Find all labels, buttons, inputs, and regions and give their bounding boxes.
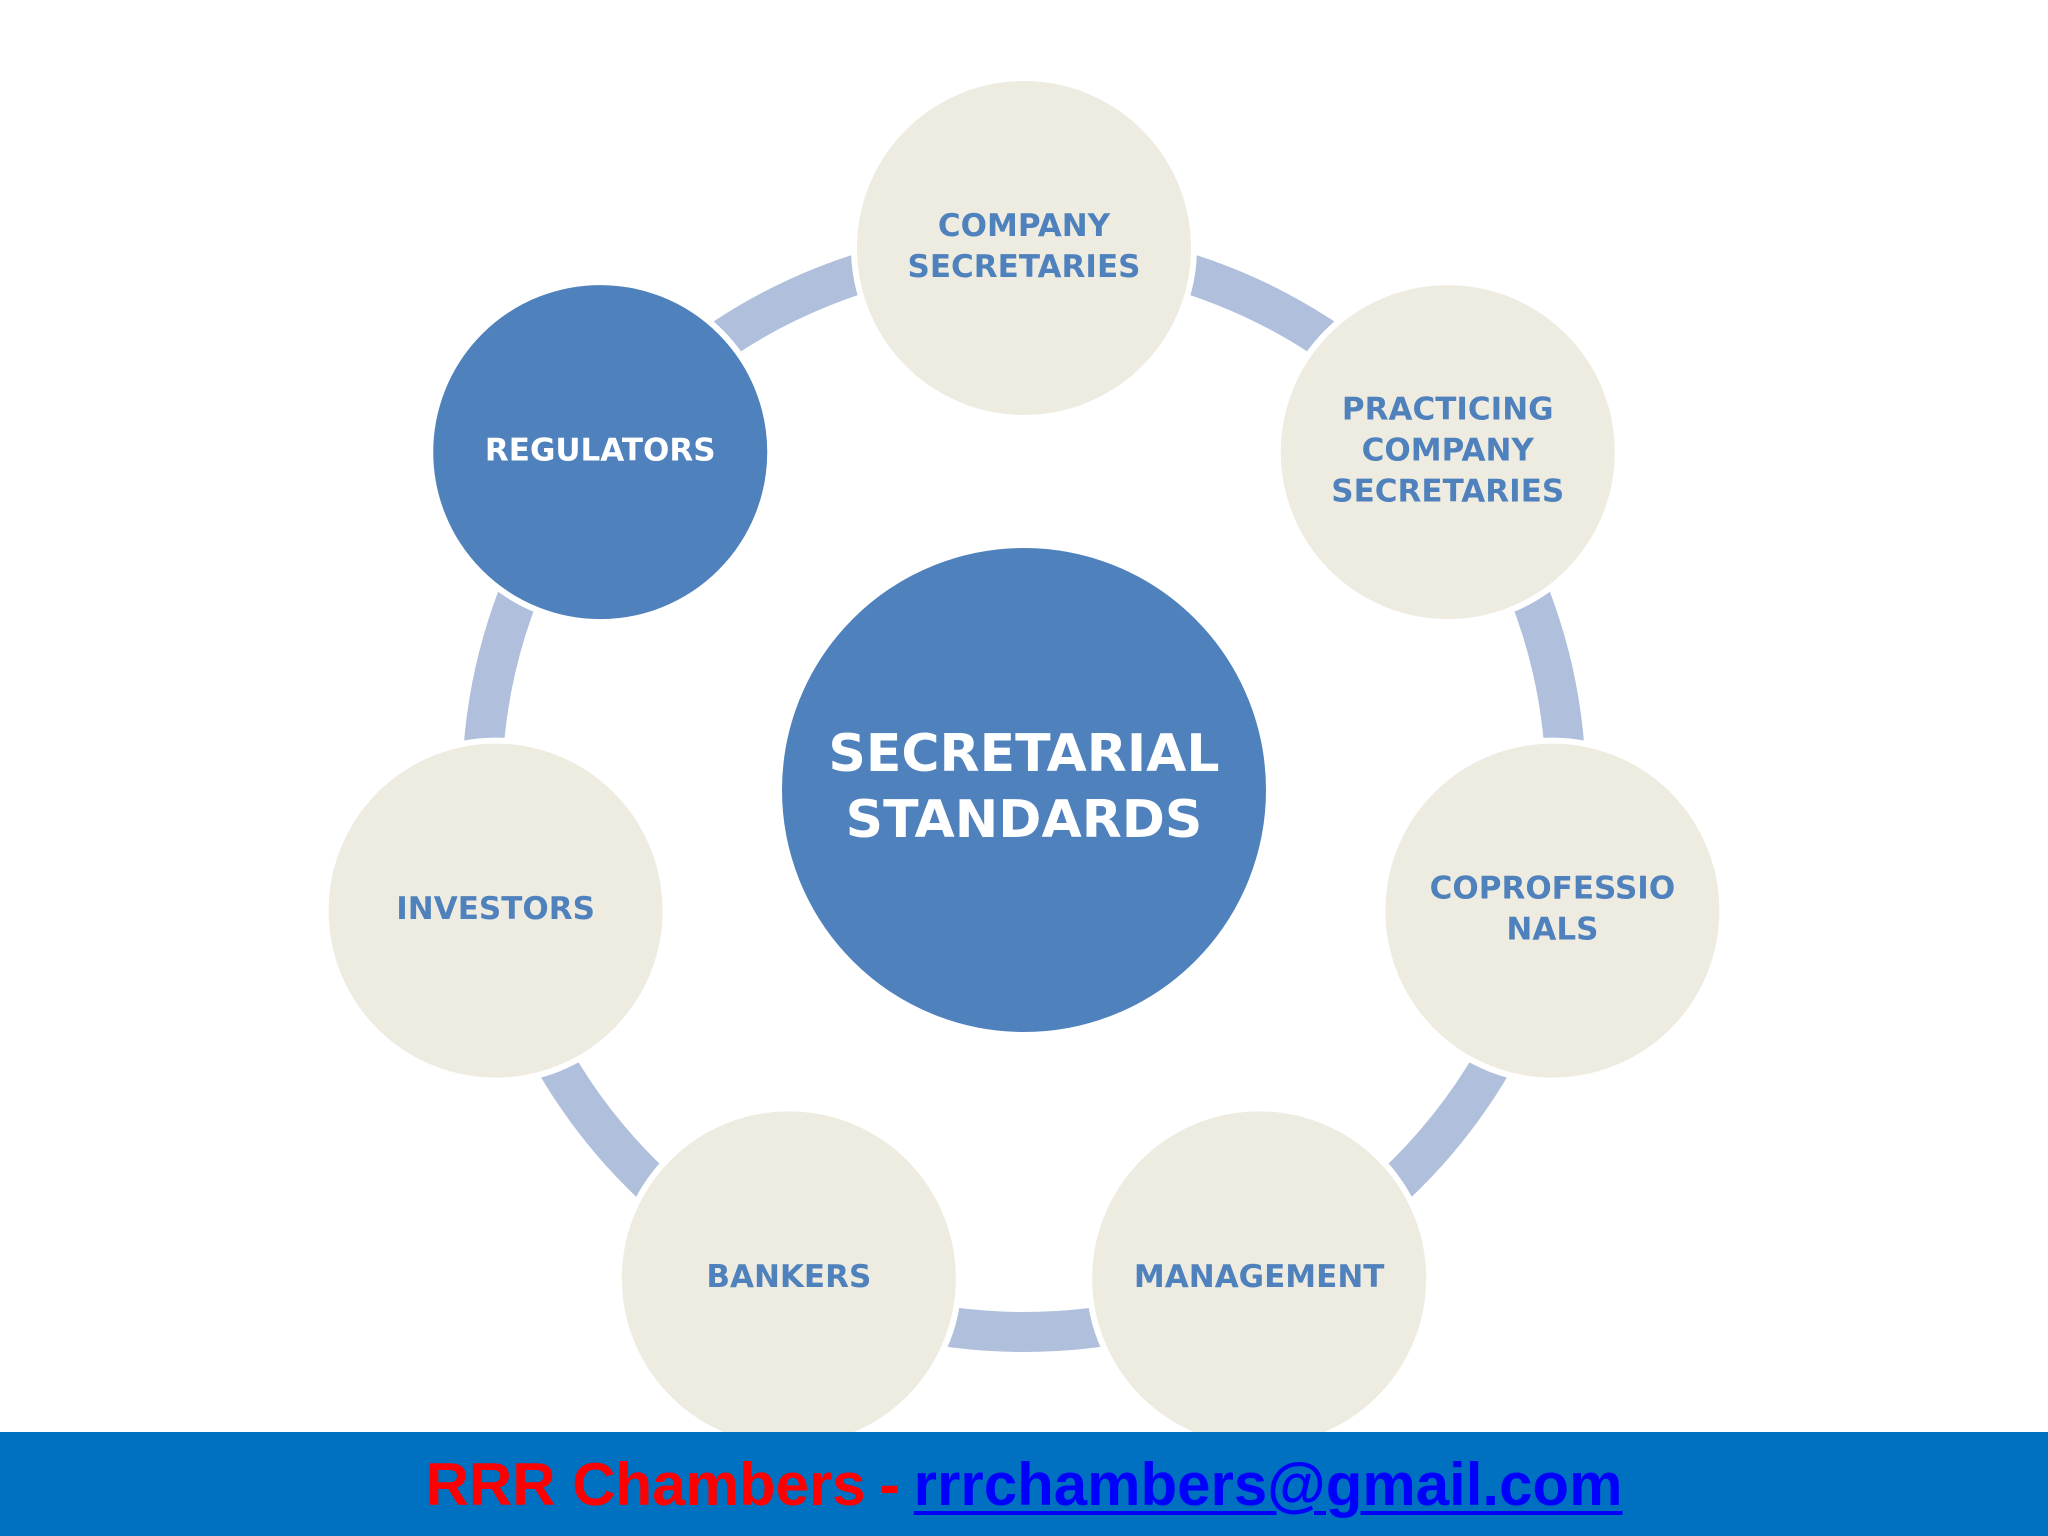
footer-email-link[interactable]: rrrchambers@gmail.com xyxy=(913,1450,1623,1518)
node-practicing-company-secretaries-label-line: PRACTICING xyxy=(1342,392,1554,428)
node-circle xyxy=(322,737,669,1084)
node-coprofessionals: COPROFESSIO NALS xyxy=(1379,737,1726,1084)
node-management: MANAGEMENT xyxy=(1086,1105,1433,1452)
node-management-label-line: MANAGEMENT xyxy=(1134,1259,1385,1295)
node-circle xyxy=(427,279,774,626)
center-label-line: SECRETARIAL xyxy=(828,724,1219,784)
node-circle xyxy=(1274,279,1621,626)
node-practicing-company-secretaries-label-line: SECRETARIES xyxy=(1331,474,1564,510)
node-investors: INVESTORS xyxy=(322,737,669,1084)
footer-company-name: RRR Chambers xyxy=(425,1450,866,1518)
node-coprofessionals-label-line: NALS xyxy=(1506,912,1598,948)
node-practicing-company-secretaries-label-line: COMPANY xyxy=(1362,433,1535,469)
node-practicing-company-secretaries: PRACTICING COMPANY SECRETARIES xyxy=(1274,279,1621,626)
node-circle xyxy=(1379,737,1726,1084)
node-circle xyxy=(851,75,1197,421)
node-company-secretaries-label-line: SECRETARIES xyxy=(908,249,1141,285)
center-label-line: STANDARDS xyxy=(846,790,1203,850)
node-regulators: REGULATORS xyxy=(427,279,774,626)
footer-banner: RRR Chambers - rrrchambers@gmail.com xyxy=(0,1432,2048,1536)
node-company-secretaries: COMPANY SECRETARIES xyxy=(851,75,1197,421)
node-company-secretaries-label-line: COMPANY xyxy=(938,208,1111,244)
footer-separator: - xyxy=(879,1450,900,1518)
node-bankers-label-line: BANKERS xyxy=(706,1259,871,1295)
node-coprofessionals-label-line: COPROFESSIO xyxy=(1430,871,1676,907)
node-investors-label-line: INVESTORS xyxy=(396,891,595,927)
node-regulators-label-line: REGULATORS xyxy=(485,433,716,469)
center-circle xyxy=(776,542,1272,1038)
node-bankers: BANKERS xyxy=(615,1105,962,1452)
